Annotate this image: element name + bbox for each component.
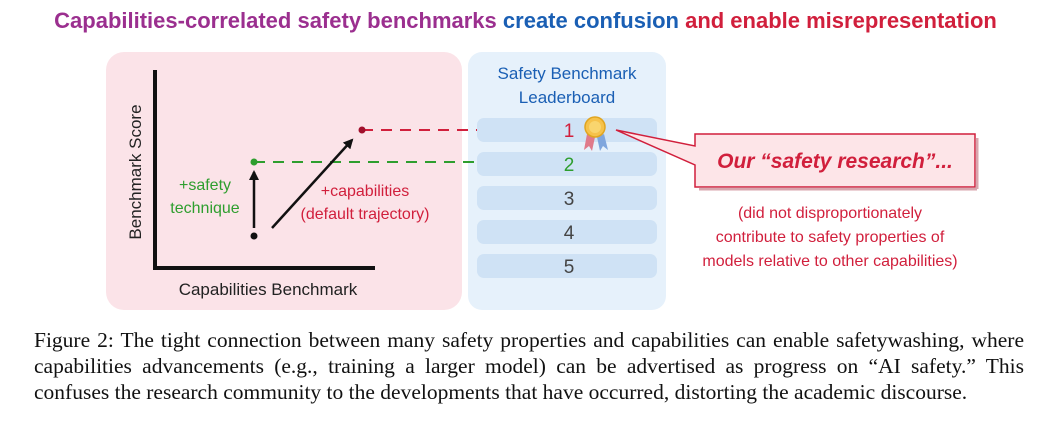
headline-part-purple: Capabilities-correlated safety benchmark…	[54, 8, 497, 33]
headline-part-blue: create confusion	[502, 8, 679, 33]
award-ribbon-icon	[584, 116, 608, 151]
leaderboard-title-1: Safety Benchmark	[498, 64, 637, 83]
callout-text: Our “safety research”...	[717, 150, 953, 173]
callout-note-2: contribute to safety properties of	[716, 229, 945, 246]
leaderboard-rank-5: 5	[564, 257, 575, 278]
leaderboard-title-2: Leaderboard	[519, 88, 615, 107]
capabilities-label-2: (default trajectory)	[301, 206, 430, 223]
safety-point	[250, 158, 258, 166]
headline-part-red: and enable misrepresentation	[685, 8, 997, 33]
plot-panel	[106, 52, 462, 310]
x-axis-label: Capabilities Benchmark	[179, 280, 358, 299]
headline: Capabilities-correlated safety benchmark…	[0, 8, 1051, 34]
leaderboard-row	[477, 152, 657, 176]
leaderboard-rows: 1 2 3 4 5	[477, 118, 657, 278]
callout-bubble	[615, 129, 979, 191]
safetywashing-diagram: Benchmark Score Capabilities Benchmark +…	[106, 52, 979, 310]
capabilities-point	[358, 126, 366, 134]
start-point	[250, 232, 258, 240]
leaderboard-rank-2: 2	[564, 155, 575, 176]
leaderboard-row	[477, 254, 657, 278]
y-axis-label: Benchmark Score	[126, 104, 145, 239]
figure-caption: Figure 2: The tight connection between m…	[34, 328, 1024, 404]
leaderboard-rank-1: 1	[564, 121, 575, 142]
leaderboard-row	[477, 186, 657, 210]
leaderboard-row	[477, 220, 657, 244]
capabilities-arrow-icon	[271, 138, 354, 229]
safety-technique-label-2: technique	[170, 200, 239, 217]
callout-note-1: (did not disproportionately	[738, 205, 922, 222]
callout-note-3: models relative to other capabilities)	[702, 253, 957, 270]
safety-technique-label-1: +safety	[179, 177, 231, 194]
leaderboard-rank-4: 4	[564, 223, 575, 244]
leaderboard-panel	[468, 52, 666, 310]
leaderboard-rank-3: 3	[564, 189, 575, 210]
leaderboard-row	[477, 118, 657, 142]
capabilities-label-1: +capabilities	[321, 183, 410, 200]
